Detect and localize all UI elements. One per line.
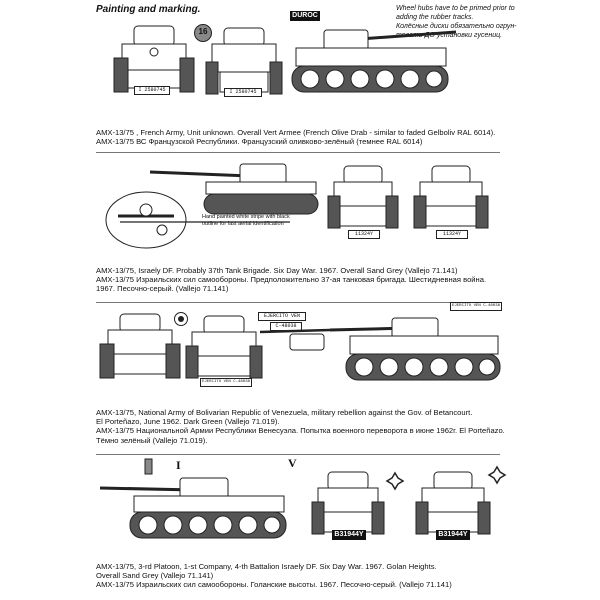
plate-front-1: I 2580745 (134, 86, 170, 95)
plate-front-2: 11324Y (348, 230, 380, 239)
section-divider-2 (96, 302, 500, 303)
plate-front-4: B31944Y (332, 530, 366, 540)
tank-rear-view-4 (415, 471, 491, 535)
plate-rear-1: I 2580745 (224, 88, 262, 97)
platoon-bar-marking-a (144, 458, 153, 475)
tank-rear-view-2 (413, 165, 489, 229)
plate-side-3a: EJERCITO VEN (258, 312, 306, 321)
tank-side-view-4 (99, 477, 287, 539)
tactical-number-roundel (194, 24, 212, 42)
tank-side-view-2 (149, 163, 319, 215)
national-roundel (174, 312, 188, 326)
company-bar-marking: I (176, 458, 181, 472)
caption-section-4: AMX-13/75, 3-rd Platoon, 1-st Company, 4… (96, 562, 452, 590)
identification-cross-marking-b (487, 465, 507, 485)
tank-front-view-2 (327, 165, 399, 229)
section-divider-3 (96, 454, 500, 455)
tank-top-view-2 (105, 191, 290, 249)
caption-section-1: AMX-13/75 , French Army, Unit unknown. O… (96, 128, 496, 147)
page-title: Painting and marking. (96, 4, 201, 15)
tank-side-view-3-full (329, 317, 501, 381)
stripe-annotation: Hand painted white stripe with black out… (202, 214, 290, 227)
tank-side-view-3 (259, 328, 331, 351)
caption-section-2: AMX-13/75, Israely DF. Probably 37th Tan… (96, 266, 487, 294)
priming-note: Wheel hubs have to be primed prior to ad… (396, 5, 517, 39)
caption-section-3: AMX-13/75, National Army of Bolivarian R… (96, 408, 505, 445)
tactical-number: 16 (198, 27, 208, 36)
nameplate-duroc: DUROC (290, 11, 320, 21)
tank-front-view-4 (311, 471, 385, 535)
tank-front-view-1 (113, 25, 195, 93)
plate-rear-3: EJERCITO VEN C-48038 (200, 378, 252, 387)
plate-rear-4: B31944Y (436, 530, 470, 540)
battalion-chevron-marking: V (288, 456, 297, 470)
plate-rear-2: 11324Y (436, 230, 468, 239)
tank-front-view-3 (99, 313, 181, 379)
tank-rear-view-3 (185, 315, 263, 379)
identification-cross-marking-a (385, 471, 405, 491)
tank-side-view-1 (291, 29, 457, 93)
section-divider-1 (96, 152, 500, 153)
plate-side-3c: EJERCITO VEN C-48038 (450, 302, 502, 311)
